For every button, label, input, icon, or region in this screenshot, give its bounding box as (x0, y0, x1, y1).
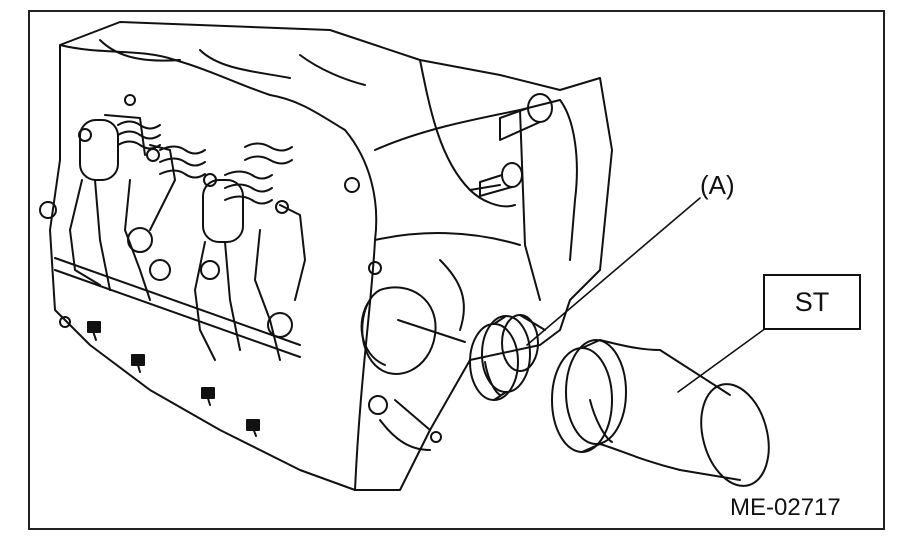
cylinder-head-block (49, 21, 613, 491)
figure-id: ME-02717 (730, 494, 841, 521)
oil-seal-part-a (469, 314, 546, 401)
callout-a-label: (A) (700, 170, 735, 200)
top-pins (344, 93, 553, 443)
camshaft-bore (360, 286, 466, 375)
bottom-bolts (39, 201, 260, 437)
st-label-box: ST (763, 274, 861, 330)
rocker-shaft (54, 257, 301, 358)
rocker-arm-group-left (69, 94, 206, 301)
special-tool-st (551, 339, 770, 487)
leader-lines (526, 197, 767, 393)
rocker-arm-group-right (194, 142, 306, 361)
st-label: ST (794, 286, 830, 317)
